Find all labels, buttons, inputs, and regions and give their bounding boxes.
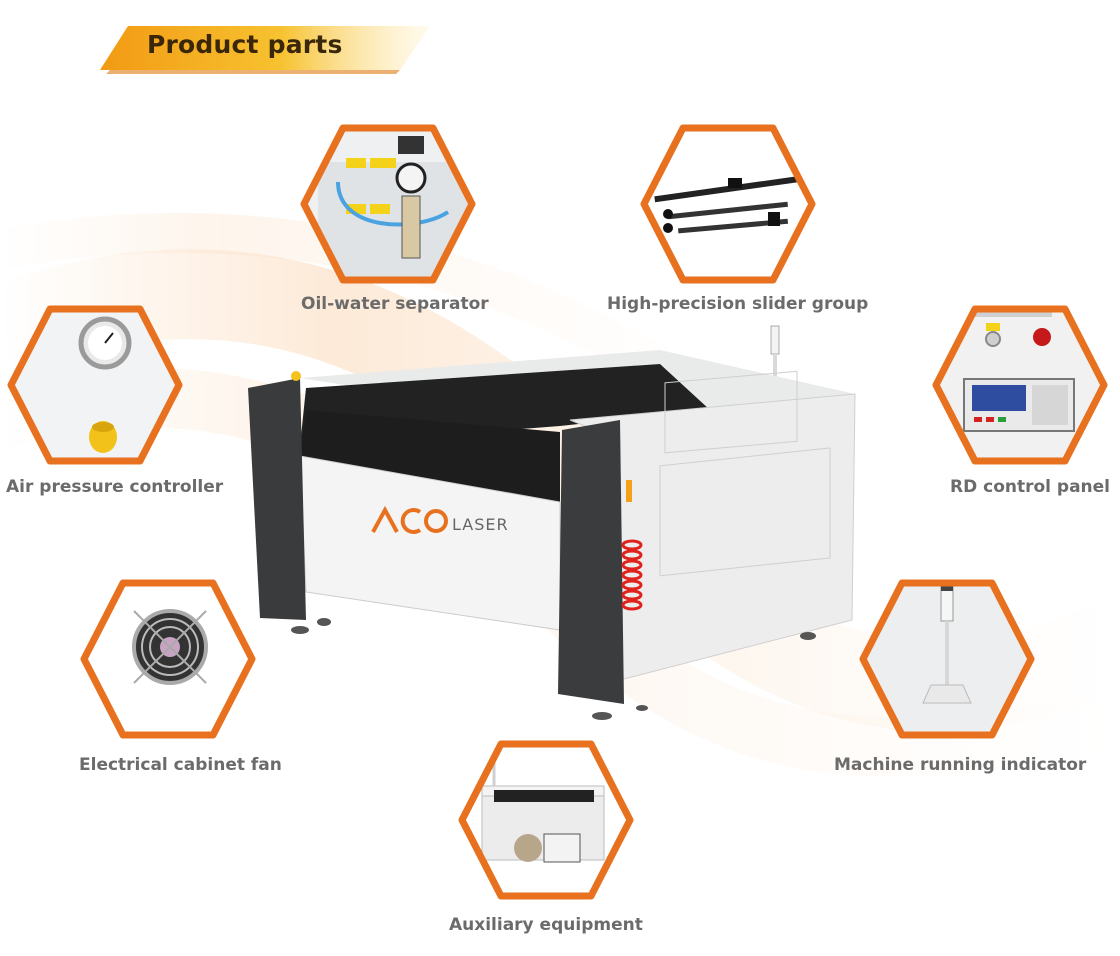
auxiliary-equipment-card[interactable] [456,738,636,902]
chiller-machine-icon [458,740,634,900]
part-label-oil-water-separator: Oil-water separator [301,294,489,314]
title-banner [100,26,430,74]
control-panel-icon [932,305,1108,465]
fan-icon [80,579,256,739]
brand-logo [371,505,448,534]
part-label-machine-running-indicator: Machine running indicator [834,755,1087,775]
part-label-auxiliary-equipment: Auxiliary equipment [449,915,643,935]
part-label-air-pressure-controller: Air pressure controller [6,477,224,497]
signal-light-icon [859,579,1035,739]
laser-cutting-machine-image: LASER [248,325,856,720]
electrical-cabinet-fan-card[interactable] [78,577,258,741]
slider-group-card[interactable] [638,122,818,286]
air-pressure-controller-card[interactable] [5,303,185,467]
rd-control-panel-card[interactable] [930,303,1110,467]
part-label-slider-group: High-precision slider group [607,294,869,314]
brand-logo-text: LASER [452,515,509,534]
pressure-gauge-icon [7,305,183,465]
air-filter-regulator-icon [300,124,476,284]
oil-water-separator-card[interactable] [298,122,478,286]
part-label-electrical-cabinet-fan: Electrical cabinet fan [79,755,282,775]
linear-rail-icon [640,124,816,284]
part-label-rd-control-panel: RD control panel [950,477,1111,497]
page-title: Product parts [147,30,343,59]
machine-running-indicator-card[interactable] [857,577,1037,741]
